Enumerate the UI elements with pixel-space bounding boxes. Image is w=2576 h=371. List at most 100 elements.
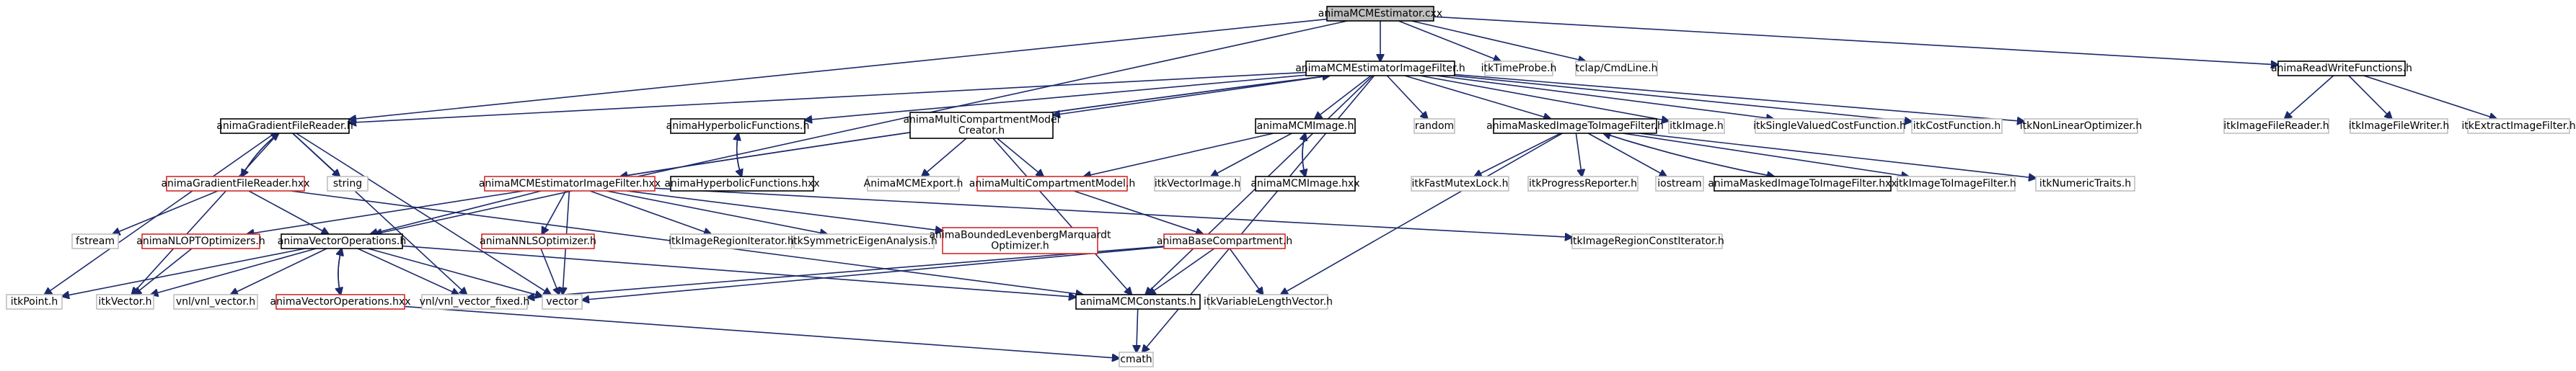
node-tclap[interactable]: tclap/CmdLine.h [1575, 61, 1658, 76]
node-box [542, 294, 583, 310]
node-irci[interactable]: itkImageRegionConstIterator.h [1570, 233, 1724, 249]
node-sea[interactable]: itkSymmetricEigenAnalysis.h [790, 233, 938, 249]
node-efhx[interactable]: animaMCMEstimatorImageFilter.hxx [479, 176, 661, 192]
edge-gfr-to-vec [132, 133, 279, 295]
edge-rwf-to-ifw [2348, 75, 2392, 119]
edge-efhx-to-blm [626, 190, 943, 231]
edge-mitf-to-itif [1622, 133, 1908, 176]
node-vopsx[interactable]: animaVectorOperations.hxx [270, 294, 411, 310]
node-box [1713, 176, 1892, 192]
node-box [1493, 118, 1657, 134]
node-itif[interactable]: itkImageToImageFilter.h [1896, 176, 2016, 192]
node-box [1655, 176, 1704, 192]
node-random[interactable]: random [1413, 118, 1455, 134]
edge-mcm-to-bc [1073, 190, 1203, 234]
edge-mcmc-to-export [922, 138, 967, 176]
node-bc[interactable]: animaBaseCompartment.h [1157, 233, 1292, 249]
node-box [793, 233, 935, 249]
node-cmath[interactable]: cmath [1119, 352, 1154, 367]
node-svcf[interactable]: itkSingleValuedCostFunction.h [1753, 118, 1906, 134]
node-label: animaMaskedImageToImageFilter.hxx [1708, 178, 1897, 189]
node-itkimg[interactable]: itkImage.h [1668, 118, 1725, 134]
node-label: vnl/vnl_vector_fixed.h [420, 296, 530, 308]
node-vnlvf[interactable]: vnl/vnl_vector_fixed.h [420, 294, 530, 310]
node-iri[interactable]: itkImageRegionIterator.h [669, 233, 794, 249]
node-gfr[interactable]: animaGradientFileReader.h [216, 118, 353, 134]
node-box [1484, 61, 1553, 76]
edge-gfrx-to-fstream [113, 190, 219, 234]
node-box [1897, 176, 2016, 192]
node-label: animaMCMImage.h [1257, 120, 1354, 132]
node-label: itkExtractImageFilter.h [2461, 120, 2575, 132]
node-label: vector [546, 296, 578, 308]
node-blm[interactable]: animaBoundedLevenbergMarquardtOptimizer.… [929, 227, 1111, 254]
node-mitfx[interactable]: animaMaskedImageToImageFilter.hxx [1708, 176, 1897, 192]
node-label: Optimizer.h [991, 241, 1049, 252]
node-string[interactable]: string [327, 176, 369, 192]
node-box [2277, 61, 2406, 76]
node-mcm[interactable]: animaMultiCompartmentModel.h [969, 176, 1135, 192]
node-vops[interactable]: animaVectorOperations.h [278, 233, 406, 249]
edge-root-to-vops [375, 20, 1348, 234]
node-box [1075, 294, 1201, 310]
node-box [1255, 118, 1356, 134]
node-label: animaMaskedImageToImageFilter.h [1486, 120, 1664, 132]
edge-vops-to-vec [151, 248, 317, 295]
node-vlv[interactable]: itkVariableLengthVector.h [1204, 294, 1333, 310]
node-vnlv[interactable]: vnl/vnl_vector.h [173, 294, 258, 310]
node-label: animaMCMImage.hxx [1250, 178, 1359, 189]
node-consts[interactable]: animaMCMConstants.h [1075, 294, 1201, 310]
node-ifr[interactable]: itkImageFileReader.h [2223, 118, 2329, 134]
node-vimg[interactable]: itkVectorImage.h [1154, 176, 1241, 192]
node-probe[interactable]: itkTimeProbe.h [1481, 61, 1557, 76]
node-mitf[interactable]: animaMaskedImageToImageFilter.h [1486, 118, 1664, 134]
node-box [2467, 118, 2570, 134]
node-iostream[interactable]: iostream [1655, 176, 1704, 192]
node-box [670, 233, 793, 249]
node-export[interactable]: AnimaMCMExport.h [864, 176, 963, 192]
node-nlopt[interactable]: animaNLOPTOptimizers.h [136, 233, 265, 249]
node-label: animaMCMEstimatorImageFilter.hxx [479, 178, 661, 189]
node-cf[interactable]: itkCostFunction.h [1911, 118, 2003, 134]
node-label: itkSymmetricEigenAnalysis.h [790, 236, 938, 247]
node-ntr[interactable]: itkNumericTraits.h [2035, 176, 2135, 192]
node-root[interactable]: animaMCMEstimator.cxx [1318, 6, 1442, 22]
node-label: itkTimeProbe.h [1481, 63, 1557, 74]
node-mcmimgx[interactable]: animaMCMImage.hxx [1250, 176, 1360, 192]
node-ifw[interactable]: itkImageFileWriter.h [2349, 118, 2450, 134]
node-label: animaMCMEstimatorImageFilter.h [1295, 63, 1465, 74]
node-box [166, 176, 305, 192]
node-efh[interactable]: animaMCMEstimatorImageFilter.h [1295, 61, 1465, 76]
edge-mcmc-to-mcm [997, 138, 1044, 176]
node-fml[interactable]: itkFastMutexLock.h [1411, 176, 1509, 192]
node-nlo[interactable]: itkNonLinearOptimizer.h [2020, 118, 2142, 134]
edge-efh-to-gfr [349, 71, 1307, 122]
node-hyp[interactable]: animaHyperbolicFunctions.h [666, 118, 810, 134]
edge-gfrx-to-vops [248, 190, 329, 234]
edge-root-to-probe [1398, 20, 1500, 61]
node-rwf[interactable]: animaReadWriteFunctions.h [2271, 61, 2412, 76]
node-prog[interactable]: itkProgressReporter.h [1527, 176, 1638, 192]
node-eif[interactable]: itkExtractImageFilter.h [2461, 118, 2576, 134]
edge-vops-to-point [62, 248, 306, 296]
node-mcmimg[interactable]: animaMCMImage.h [1255, 118, 1356, 134]
node-label: animaNNLSOptimizer.h [480, 236, 596, 247]
edge-efhx-to-iri [589, 190, 711, 234]
node-vector[interactable]: vector [542, 294, 583, 310]
node-hypx[interactable]: animaHyperbolicFunctions.hxx [664, 176, 820, 192]
node-label: itkPoint.h [11, 296, 58, 308]
node-nnls[interactable]: animaNNLSOptimizer.h [480, 233, 596, 249]
node-label: vnl/vnl_vector.h [176, 296, 255, 308]
edge-bc-to-consts [1148, 248, 1215, 295]
node-vec[interactable]: itkVector.h [96, 294, 154, 310]
node-box [1119, 352, 1154, 367]
node-fstream[interactable]: fstream [71, 233, 119, 249]
node-point[interactable]: itkPoint.h [6, 294, 63, 310]
node-label: itkNumericTraits.h [2039, 178, 2131, 189]
node-label: animaVectorOperations.hxx [270, 296, 410, 308]
node-box [976, 176, 1128, 192]
edge-vops-to-vector [368, 248, 542, 296]
node-box [275, 294, 405, 310]
node-gfrx[interactable]: animaGradientFileReader.hxx [161, 176, 310, 192]
